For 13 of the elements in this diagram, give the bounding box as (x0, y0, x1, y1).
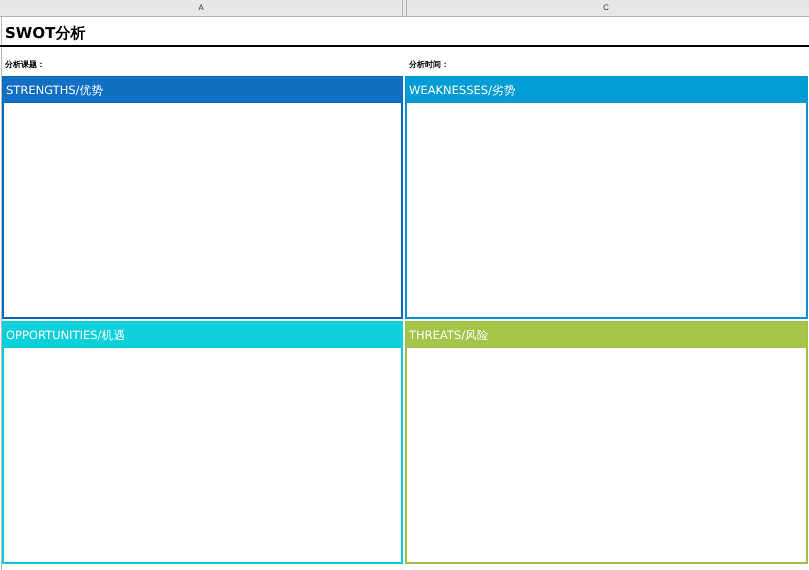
column-letter: A (198, 3, 204, 13)
quadrant-heading: STRENGTHS/优势 (2, 76, 403, 103)
quadrant-box (2, 321, 403, 564)
quadrant-box (2, 76, 403, 319)
quadrant-box (405, 321, 808, 564)
column-letter: C (603, 3, 609, 13)
field-label: 分析时间： (409, 59, 449, 70)
quadrant-heading: THREATS/风险 (405, 321, 808, 348)
field-label: 分析课题： (5, 59, 45, 70)
quadrant-box (405, 76, 808, 319)
quadrant-heading: WEAKNESSES/劣势 (405, 76, 808, 103)
quadrant-heading: OPPORTUNITIES/机遇 (2, 321, 403, 348)
sheet-title: SWOT分析 (5, 23, 86, 43)
